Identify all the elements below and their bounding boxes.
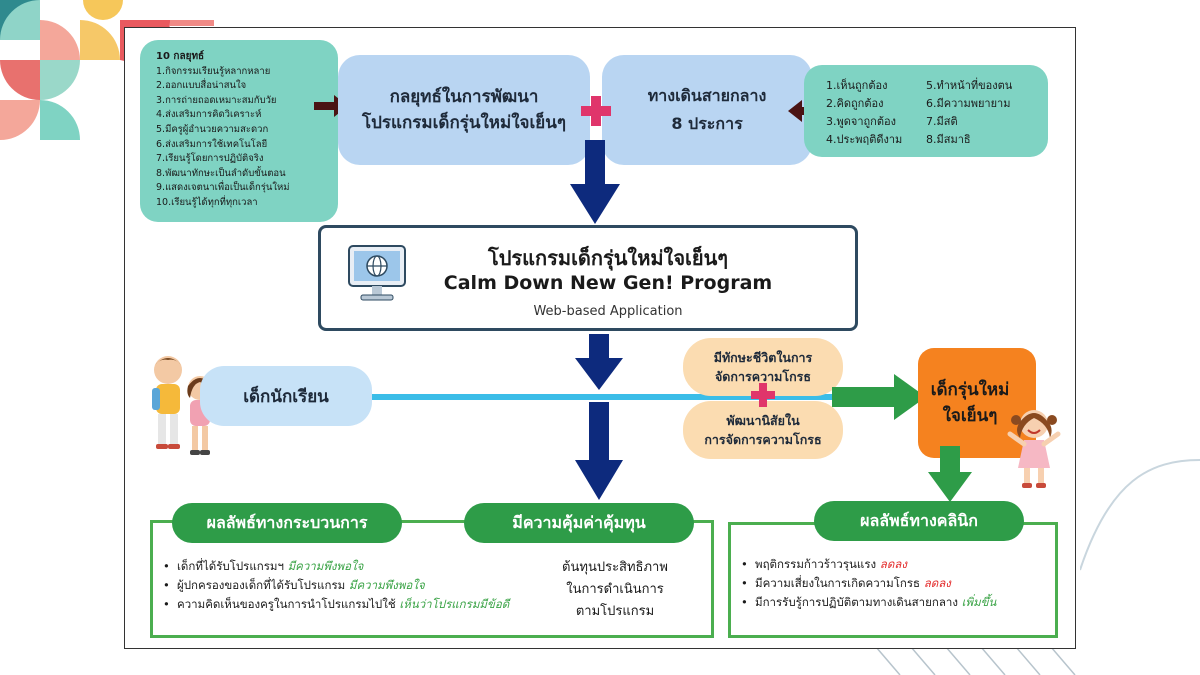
connector-line [372, 394, 922, 400]
middle-path-line1: ทางเดินสายกลาง [647, 86, 767, 105]
strategies-title: 10 กลยุทธ์ [156, 51, 205, 62]
cost-effectiveness-title: มีความคุ้มค่าคุ้มทุน [464, 503, 694, 543]
arrow-down-icon [570, 140, 620, 224]
cost-description: ต้นทุนประสิทธิภาพ ในการดำเนินการ ตามโปรแ… [562, 560, 668, 619]
happy-girl-illustration [1007, 410, 1061, 488]
green-arrow-right-icon [832, 374, 926, 420]
strategy-item: 9.แสดงเจตนาเพื่อเป็นเด็กรุ่นใหม่ [156, 182, 290, 194]
strategy-item: 3.การถ่ายถอดเหมาะสมกับวัย [156, 94, 277, 106]
program-title-english: Calm Down New Gen! Program [443, 272, 773, 294]
new-gen-line2: ใจเย็นๆ [942, 406, 998, 426]
strategy-item: 10.เรียนรู้ได้ทุกที่ทุกเวลา [156, 196, 258, 208]
strategy-item: 7.เรียนรู้โดยการปฏิบัติจริง [156, 153, 264, 165]
path-item: 6.มีความพยายาม [926, 97, 1011, 110]
strategy-item: 6.ส่งเสริมการใช้เทคโนโลยี [156, 138, 268, 150]
program-box: โปรแกรมเด็กรุ่นใหม่ใจเย็นๆ Calm Down New… [318, 225, 858, 331]
habit-development-line2: การจัดการความโกรธ [704, 432, 822, 447]
strategy-development-line1: กลยุทธ์ในการพัฒนา [389, 87, 539, 107]
list-item: ผู้ปกครองของเด็กที่ได้รับโปรแกรม มีความพ… [163, 576, 509, 595]
strategy-development-line2: โปรแกรมเด็กรุ่นใหม่ใจเย็นๆ [361, 113, 567, 133]
new-gen-line1: เด็กรุ่นใหม่ [930, 380, 1010, 400]
student-label: เด็กนักเรียน [243, 386, 329, 407]
strategies-box: 10 กลยุทธ์ 1.กิจกรรมเรียนรู้หลากหลาย 2.อ… [140, 40, 338, 222]
path-item: 5.ทำหน้าที่ของตน [926, 79, 1013, 92]
list-item: เด็กที่ได้รับโปรแกรมฯ มีความพึงพอใจ [163, 557, 509, 576]
life-skill-line1: มีทักษะชีวิตในการ [713, 350, 813, 365]
strategy-item: 5.มีครูผู้อำนวยความสะดวก [156, 123, 269, 135]
arrow-down-icon [575, 334, 623, 390]
student-box: เด็กนักเรียน [200, 366, 372, 426]
strategy-development-box: กลยุทธ์ในการพัฒนา โปรแกรมเด็กรุ่นใหม่ใจเ… [338, 55, 590, 165]
life-skill-line2: จัดการความโกรธ [714, 369, 811, 384]
clinical-results-list: พฤติกรรมก้าวร้าวรุนแรง ลดลง มีความเสี่ยง… [741, 555, 996, 612]
list-item: มีการรับรู้การปฏิบัติตามทางเดินสายกลาง เ… [741, 593, 996, 612]
clinical-results-title: ผลลัพธ์ทางคลินิก [814, 501, 1024, 541]
list-item: ความคิดเห็นของครูในการนำโปรแกรมไปใช้ เห็… [163, 595, 509, 614]
strategy-item: 2.ออกแบบสื่อน่าสนใจ [156, 80, 247, 92]
path-item: 4.ประพฤติดีงาม [826, 133, 903, 146]
decorative-corner-shapes [0, 0, 214, 140]
path-item: 8.มีสมาธิ [926, 133, 971, 146]
green-arrow-down-icon [928, 446, 972, 502]
path-item: 2.คิดถูกต้อง [826, 97, 884, 110]
strategy-item: 8.พัฒนาทักษะเป็นลำดับขั้นตอน [156, 167, 286, 179]
life-skill-box: มีทักษะชีวิตในการ จัดการความโกรธ [683, 338, 843, 396]
middle-path-line2: 8 ประการ [671, 114, 743, 133]
list-item: พฤติกรรมก้าวร้าวรุนแรง ลดลง [741, 555, 996, 574]
clinical-results-box: พฤติกรรมก้าวร้าวรุนแรง ลดลง มีความเสี่ยง… [728, 522, 1058, 638]
habit-development-box: พัฒนานิสัยใน การจัดการความโกรธ [683, 401, 843, 459]
habit-development-line1: พัฒนานิสัยใน [726, 413, 800, 428]
program-title-thai: โปรแกรมเด็กรุ่นใหม่ใจเย็นๆ [487, 246, 729, 270]
middle-path-list-box: 1.เห็นถูกต้อง 5.ทำหน้าที่ของตน 2.คิดถูกต… [804, 65, 1048, 157]
decorative-right-curve [1080, 459, 1200, 571]
program-subtitle: Web-based Application [533, 304, 683, 319]
arrow-down-icon [575, 402, 623, 500]
strategy-item: 1.กิจกรรมเรียนรู้หลากหลาย [156, 65, 271, 77]
plus-icon [581, 96, 611, 126]
strategy-item: 4.ส่งเสริมการคิดวิเคราะห์ [156, 109, 262, 121]
middle-path-box: ทางเดินสายกลาง 8 ประการ [602, 55, 812, 165]
computer-globe-icon [348, 245, 406, 301]
process-results-title: ผลลัพธ์ทางกระบวนการ [172, 503, 402, 543]
path-item: 1.เห็นถูกต้อง [826, 79, 888, 92]
path-item: 7.มีสติ [926, 115, 958, 128]
plus-icon [751, 383, 775, 407]
path-item: 3.พูดจาถูกต้อง [826, 115, 896, 128]
process-results-list: เด็กที่ได้รับโปรแกรมฯ มีความพึงพอใจ ผู้ป… [163, 557, 509, 614]
list-item: มีความเสี่ยงในการเกิดความโกรธ ลดลง [741, 574, 996, 593]
